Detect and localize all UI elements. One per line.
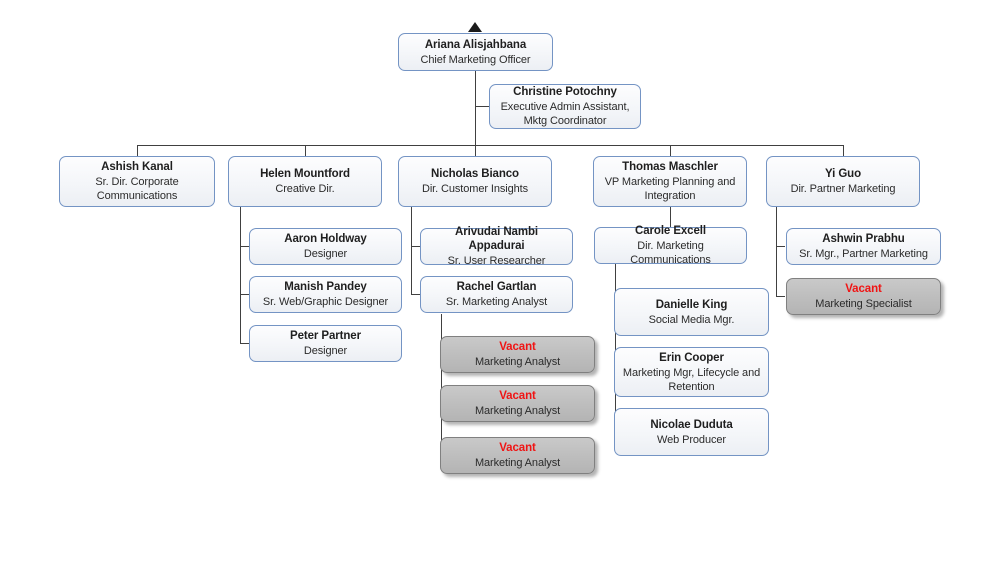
node-aaron-holdway[interactable]: Aaron Holdway Designer	[249, 228, 402, 265]
connector-drop-b	[305, 145, 306, 156]
connector-helen-2	[240, 294, 249, 295]
connector-assistant	[475, 106, 489, 107]
node-name: Arivudai Nambi Appadurai	[455, 226, 538, 252]
node-title: Marketing Specialist	[815, 298, 912, 310]
node-name: Aaron Holdway	[284, 233, 367, 245]
root-arrow-icon	[468, 22, 482, 32]
node-title: Dir. Partner Marketing	[790, 183, 896, 195]
connector-yiguo-2	[776, 296, 785, 297]
node-name: Vacant	[499, 341, 536, 353]
node-title: Marketing Analyst	[474, 457, 561, 469]
node-ashwin-prabhu[interactable]: Ashwin Prabhu Sr. Mgr., Partner Marketin…	[786, 228, 941, 265]
node-name: Ashish Kanal	[101, 161, 173, 173]
node-name: Thomas Maschler	[622, 161, 718, 173]
node-name: Vacant	[499, 390, 536, 402]
node-name: Carole Excell	[635, 225, 706, 237]
node-name: Yi Guo	[824, 168, 862, 180]
node-nicholas-bianco[interactable]: Nicholas Bianco Dir. Customer Insights	[398, 156, 552, 207]
node-name: Peter Partner	[290, 330, 361, 342]
node-name: Danielle King	[655, 298, 728, 311]
connector-nicholas-spine	[411, 207, 412, 295]
node-title: Sr. Mgr., Partner Marketing	[799, 248, 928, 260]
node-title: Executive Admin Assistant, Mktg Coordina…	[500, 101, 630, 127]
node-title: Dir. Marketing Communications	[630, 240, 711, 266]
node-danielle-king[interactable]: Danielle King Social Media Mgr.	[614, 288, 769, 336]
node-vacant-marketing-analyst-2[interactable]: Vacant Marketing Analyst	[440, 385, 595, 422]
node-title: Dir. Customer Insights	[421, 183, 528, 195]
connector-nicholas-1	[411, 246, 420, 247]
node-name: Vacant	[499, 442, 536, 454]
node-title: Sr. Web/Graphic Designer	[262, 296, 389, 308]
node-arivudai-nambi-appadurai[interactable]: Arivudai Nambi Appadurai Sr. User Resear…	[420, 226, 573, 267]
node-name: Christine Potochny	[513, 86, 617, 98]
node-title: Designer	[303, 345, 348, 357]
node-name: Vacant	[845, 283, 882, 295]
node-yi-guo[interactable]: Yi Guo Dir. Partner Marketing	[766, 156, 920, 207]
node-vacant-marketing-analyst-1[interactable]: Vacant Marketing Analyst	[440, 336, 595, 373]
connector-drop-e	[843, 145, 844, 156]
node-name: Erin Cooper	[659, 351, 724, 364]
node-name: Nicolae Duduta	[650, 418, 733, 431]
node-title: Marketing Analyst	[474, 356, 561, 368]
node-name: Nicholas Bianco	[431, 168, 519, 180]
node-title: Sr. Dir. Corporate Communications	[95, 176, 179, 202]
node-name: Helen Mountford	[260, 168, 350, 180]
node-peter-partner[interactable]: Peter Partner Designer	[249, 325, 402, 362]
node-name: Rachel Gartlan	[456, 281, 537, 293]
connector-yiguo-1	[776, 246, 785, 247]
connector-rachel-spine	[441, 314, 442, 455]
node-carole-excell[interactable]: Carole Excell Dir. Marketing Communicati…	[594, 225, 747, 266]
node-ariana-alisjahbana[interactable]: Ariana Alisjahbana Chief Marketing Offic…	[398, 33, 553, 71]
node-nicolae-duduta[interactable]: Nicolae Duduta Web Producer	[614, 408, 769, 456]
connector-yiguo-spine	[776, 207, 777, 296]
node-name: Ashwin Prabhu	[822, 233, 905, 245]
node-title: Sr. User Researcher	[447, 255, 546, 267]
node-title: Designer	[303, 248, 348, 260]
node-title: Creative Dir.	[275, 183, 335, 195]
node-title: Sr. Marketing Analyst	[445, 296, 548, 308]
node-erin-cooper[interactable]: Erin Cooper Marketing Mgr, Lifecycle and…	[614, 347, 769, 397]
node-title: Social Media Mgr.	[648, 313, 735, 326]
node-ashish-kanal[interactable]: Ashish Kanal Sr. Dir. Corporate Communic…	[59, 156, 215, 207]
connector-helen-1	[240, 246, 249, 247]
node-title: VP Marketing Planning and Integration	[604, 176, 736, 202]
connector-nicholas-2	[411, 294, 420, 295]
connector-root-stem	[475, 71, 476, 145]
connector-drop-d	[670, 145, 671, 156]
node-helen-mountford[interactable]: Helen Mountford Creative Dir.	[228, 156, 382, 207]
node-name: Manish Pandey	[284, 281, 367, 293]
node-vacant-marketing-analyst-3[interactable]: Vacant Marketing Analyst	[440, 437, 595, 474]
node-title: Web Producer	[657, 433, 726, 446]
connector-helen-3	[240, 343, 249, 344]
node-christine-potochny[interactable]: Christine Potochny Executive Admin Assis…	[489, 84, 641, 129]
connector-thomas-stem	[670, 207, 671, 227]
node-name: Ariana Alisjahbana	[424, 38, 527, 51]
connector-level1-bus	[137, 145, 844, 146]
connector-helen-spine	[240, 207, 241, 343]
node-thomas-maschler[interactable]: Thomas Maschler VP Marketing Planning an…	[593, 156, 747, 207]
node-rachel-gartlan[interactable]: Rachel Gartlan Sr. Marketing Analyst	[420, 276, 573, 313]
node-title: Marketing Mgr, Lifecycle and Retention	[622, 366, 761, 393]
connector-drop-a	[137, 145, 138, 156]
connector-drop-c	[475, 145, 476, 156]
node-manish-pandey[interactable]: Manish Pandey Sr. Web/Graphic Designer	[249, 276, 402, 313]
node-title: Chief Marketing Officer	[420, 53, 531, 66]
node-vacant-marketing-specialist[interactable]: Vacant Marketing Specialist	[786, 278, 941, 315]
node-title: Marketing Analyst	[474, 405, 561, 417]
